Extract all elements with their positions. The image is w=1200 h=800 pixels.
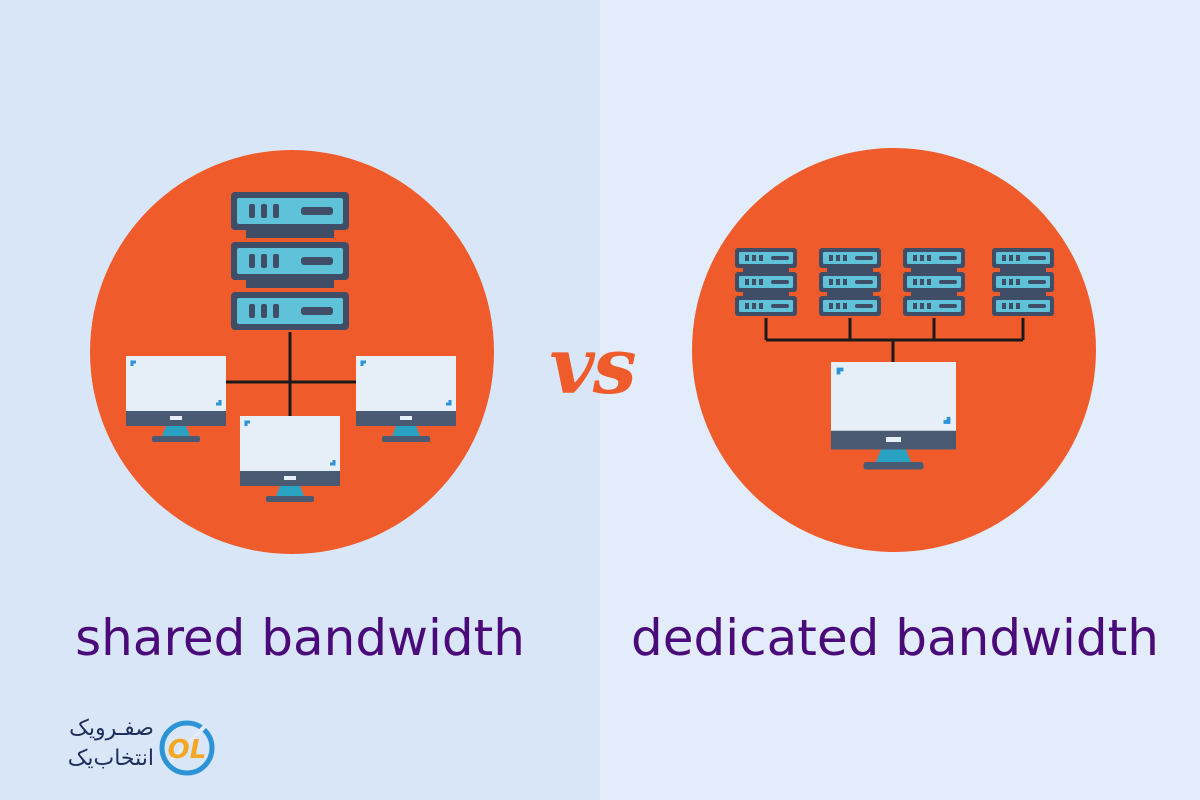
- server-rack-icon: [903, 248, 965, 316]
- server-rack-icon: [819, 248, 881, 316]
- server-rack-icon: [231, 192, 349, 330]
- shared-circle: [90, 150, 494, 554]
- logo-text-line1: صفـرویک: [69, 716, 154, 741]
- logo-text-line2: انتخاب‌یک: [67, 746, 154, 771]
- svg-text:OL: OL: [168, 735, 207, 765]
- dedicated-bandwidth-caption: dedicated bandwidth: [631, 609, 1159, 667]
- dedicated-lines: [764, 318, 1025, 362]
- server-rack-icon: [735, 248, 797, 316]
- logo-mark-icon: OL: [159, 720, 215, 776]
- server-rack-icon: [992, 248, 1054, 316]
- logo[interactable]: صفـرویک انتخاب‌یک: [30, 712, 220, 782]
- shared-lines: [226, 332, 356, 416]
- vs-label: vs: [549, 321, 636, 412]
- shared-bandwidth-caption: shared bandwidth: [75, 609, 525, 667]
